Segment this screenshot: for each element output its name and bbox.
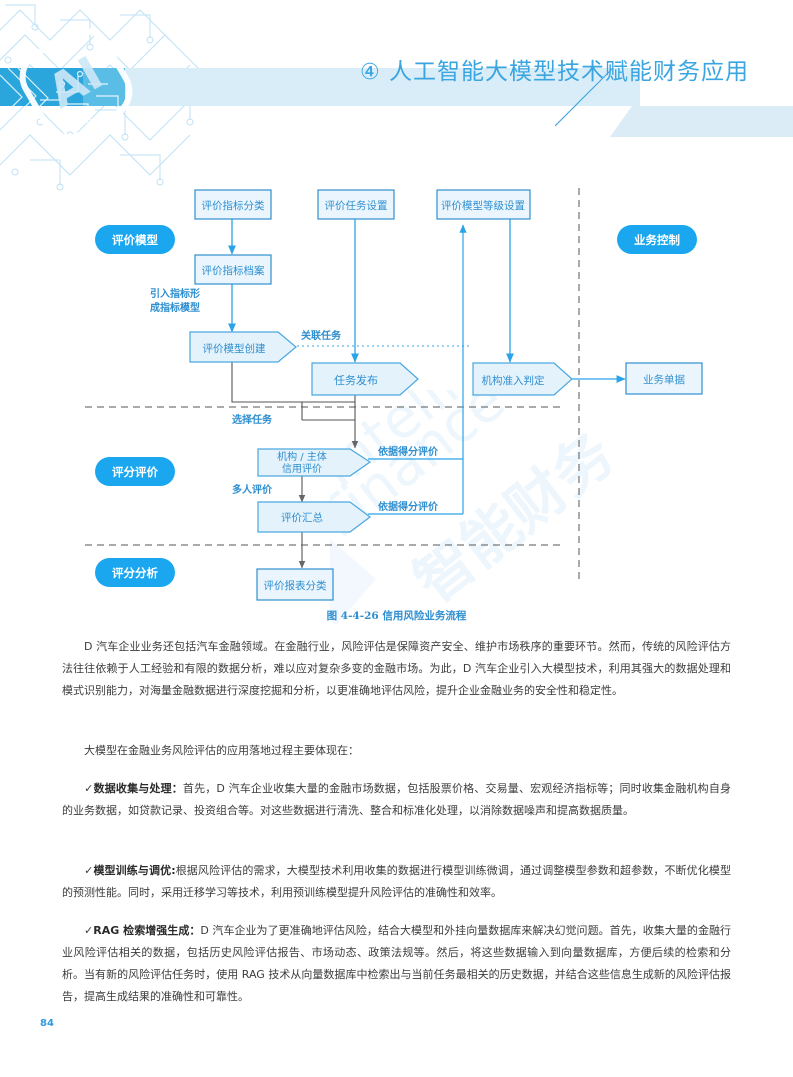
node-label-business-document: 业务单据 — [643, 373, 685, 386]
node-credit-evaluation: 机构 / 主体 信用评价 — [257, 448, 372, 477]
page-title: ④ 人工智能大模型技术赋能财务应用 — [360, 52, 749, 86]
node-label-task-publish: 任务发布 — [334, 373, 378, 387]
header-band-secondary — [610, 106, 793, 137]
edge-label-introduce-indicator-2: 成指标模型 — [150, 301, 200, 314]
node-model-level-setting: 评价模型等级设置 — [436, 189, 531, 220]
header-band-mid — [83, 68, 125, 106]
node-label-model-create: 评价模型创建 — [203, 342, 266, 355]
paragraph-5-text: D 汽车企业为了更准确地评估风险，结合大模型和外挂向量数据库来解决幻觉问题。首先… — [62, 924, 732, 1003]
node-evaluation-summary: 评价汇总 — [257, 501, 371, 533]
lane-pill-evaluation-model: 评价模型 — [95, 225, 175, 254]
node-access-decision: 机构准入判定 — [472, 362, 573, 396]
paragraph-3-heading: 数据收集与处理： — [93, 782, 183, 795]
node-report-classification: 评价报表分类 — [256, 568, 334, 601]
section-number: ④ — [360, 60, 381, 85]
paragraph-1-text: D 汽车企业业务还包括汽车金融领域。在金融行业，风险评估是保障资产安全、维护市场… — [62, 640, 731, 697]
paragraph-2-text: 大模型在金融业务风险评估的应用落地过程主要体现在： — [84, 744, 359, 757]
node-label-access-decision: 机构准入判定 — [482, 374, 545, 387]
edge-create-route — [231, 362, 355, 403]
node-indicator-archive: 评价指标档案 — [194, 254, 272, 285]
paragraph-1: D 汽车企业业务还包括汽车金融领域。在金融行业，风险评估是保障资产安全、维护市场… — [62, 636, 731, 702]
edge-label-multi-person: 多人评价 — [232, 483, 273, 496]
node-business-document: 业务单据 — [625, 362, 703, 395]
edge-to-credit-eval — [302, 419, 359, 449]
lane-label-score-evaluation: 评分评价 — [112, 465, 158, 479]
page-number: 84 — [40, 1018, 54, 1029]
node-label-model-level-setting: 评价模型等级设置 — [441, 199, 525, 212]
paragraph-5-rag: ✓RAG 检索增强生成：D 汽车企业为了更准确地评估风险，结合大模型和外挂向量数… — [62, 920, 731, 1008]
lane-pill-business-control: 业务控制 — [617, 225, 697, 254]
paragraph-4-text: 根据风险评估的需求，大模型技术利用收集的数据进行模型训练微调，通过调整模型参数和… — [62, 864, 731, 899]
node-label-indicator-classification: 评价指标分类 — [202, 199, 265, 212]
page-title-text: 人工智能大模型技术赋能财务应用 — [389, 59, 750, 85]
lane-label-business-control: 业务控制 — [634, 233, 680, 247]
lane-pill-score-analysis: 评分分析 — [95, 558, 175, 587]
edge-label-score-basis-2: 依据得分评价 — [378, 500, 439, 513]
edge-label-select-task: 选择任务 — [232, 413, 273, 426]
paragraph-4-model-training: ✓模型训练与调优:根据风险评估的需求，大模型技术利用收集的数据进行模型训练微调，… — [62, 860, 731, 904]
check-icon: ✓ — [84, 782, 94, 795]
paragraph-2: 大模型在金融业务风险评估的应用落地过程主要体现在： — [62, 740, 731, 762]
node-label-evaluation-summary: 评价汇总 — [281, 511, 323, 524]
lane-label-score-analysis: 评分分析 — [112, 566, 158, 580]
paragraph-3-text: 首先，D 汽车企业收集大量的金融市场数据，包括股票价格、交易量、宏观经济指标等；… — [62, 782, 732, 817]
paragraph-5-heading: RAG 检索增强生成： — [93, 924, 201, 937]
node-indicator-classification: 评价指标分类 — [194, 189, 272, 220]
edge-label-introduce-indicator-1: 引入指标形 — [150, 287, 200, 300]
check-icon: ✓ — [84, 864, 94, 877]
node-task-setting: 评价任务设置 — [317, 189, 395, 220]
flow-diagram: 评价模型 业务控制 评分评价 评分分析 评价指标分类 评价任务设置 — [0, 170, 793, 620]
lane-pill-score-evaluation: 评分评价 — [95, 457, 175, 486]
figure-caption: 图 4-4-26 信用风险业务流程 — [326, 610, 467, 622]
edge-label-related-task: 关联任务 — [301, 329, 342, 342]
node-model-create: 评价模型创建 — [189, 331, 297, 363]
lane-label-evaluation-model: 评价模型 — [112, 233, 158, 247]
paragraph-3-data-collection: ✓数据收集与处理：首先，D 汽车企业收集大量的金融市场数据，包括股票价格、交易量… — [62, 778, 731, 822]
node-label-credit-evaluation-2: 信用评价 — [282, 463, 322, 475]
node-label-report-classification: 评价报表分类 — [264, 579, 327, 592]
paragraph-4-heading: 模型训练与调优: — [93, 864, 176, 877]
node-label-credit-evaluation-1: 机构 / 主体 — [277, 450, 327, 463]
edge-label-score-basis-1: 依据得分评价 — [378, 445, 439, 458]
check-icon: ✓ — [84, 924, 94, 937]
node-task-publish: 任务发布 — [311, 362, 419, 396]
node-label-task-setting: 评价任务设置 — [325, 199, 388, 212]
header-band-dark — [0, 68, 83, 106]
node-label-indicator-archive: 评价指标档案 — [202, 264, 265, 277]
